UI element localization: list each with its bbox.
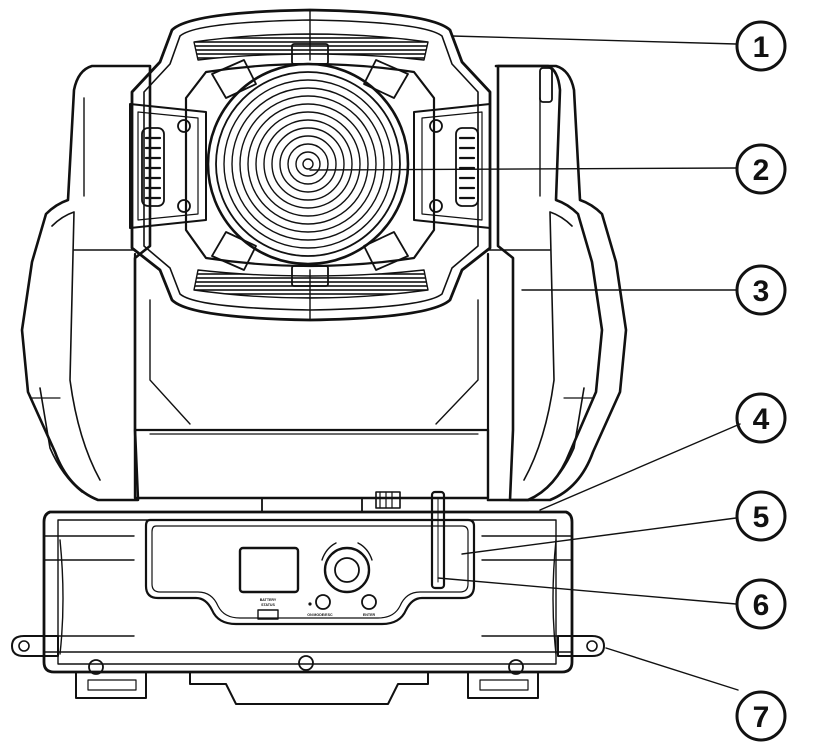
yoke-right-arm: [486, 64, 604, 502]
callout-circle-5: [735, 490, 787, 542]
leader-line-1: [451, 35, 737, 45]
callout-number-7: 7: [753, 701, 770, 734]
head: [129, 8, 492, 322]
leader-line-6: [437, 577, 737, 605]
on-button-label: ON: [307, 613, 313, 617]
leader-line-7: [605, 647, 739, 691]
callout-circle-6: [735, 578, 787, 630]
mode-esc-button-label: MODE/ESC: [313, 613, 333, 617]
leader-line-4: [539, 423, 741, 511]
callout-number-3: 3: [753, 275, 770, 308]
leader-line-5: [461, 517, 737, 555]
callout-number-2: 2: [753, 154, 770, 187]
status-label: STATUS: [261, 603, 275, 607]
leader-line-2: [309, 167, 737, 171]
callout-circle-2: [735, 143, 787, 195]
battery-label: BATTERY: [260, 598, 277, 602]
callout-numbers: 1 2 3 4 5 6 7: [753, 31, 770, 734]
callout-number-5: 5: [753, 501, 770, 534]
callout-number-4: 4: [753, 403, 770, 436]
callout-circle-7: [735, 690, 787, 742]
callout-circle-3: [735, 264, 787, 316]
base: [11, 490, 605, 705]
callout-number-6: 6: [753, 589, 770, 622]
callout-circle-4: [735, 392, 787, 444]
callout-circle-1: [735, 20, 787, 72]
fresnel-lens: [206, 62, 410, 266]
control-panel-labels: BATTERY STATUS ON MODE/ESC ENTER: [260, 598, 376, 617]
callout-number-1: 1: [753, 31, 770, 64]
enter-button-label: ENTER: [363, 613, 376, 617]
leader-lines: [309, 35, 741, 691]
callout-circles: [735, 20, 787, 742]
